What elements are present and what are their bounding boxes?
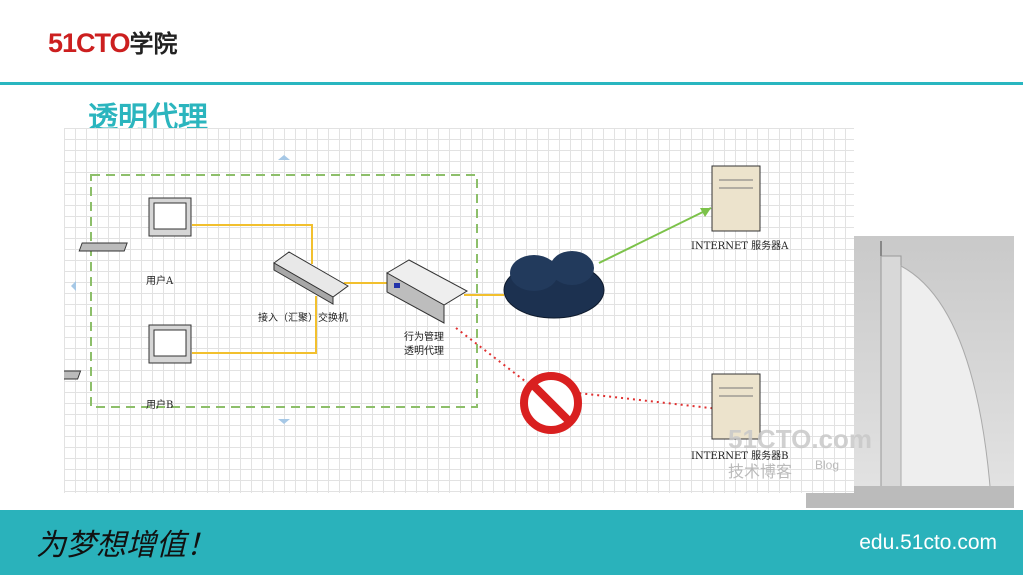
watermark-blog: Blog	[815, 458, 840, 472]
footer-slogan: 为梦想增值！	[36, 528, 216, 563]
lan-boundary	[90, 174, 478, 408]
label-user-b: 用户B	[146, 400, 174, 411]
computer-icon-b	[64, 324, 192, 380]
server-icon-a	[711, 165, 761, 232]
link-allowed	[598, 207, 712, 264]
blocked-icon	[520, 372, 582, 434]
computer-icon-a	[78, 197, 192, 252]
proxy-appliance-icon	[385, 259, 469, 324]
label-switch: 接入（汇聚）交换机	[258, 313, 348, 324]
site-logo[interactable]: 51CTO学院	[48, 24, 178, 59]
switch-icon	[273, 251, 349, 305]
label-proxy-line1: 行为管理	[404, 332, 444, 343]
footer-url[interactable]: edu.51cto.com	[859, 531, 997, 554]
watermark-subtitle: 技术博客	[728, 462, 793, 481]
header-divider	[0, 82, 1023, 85]
watermark-logo: 51CTO.com	[728, 424, 873, 454]
diagram-canvas	[64, 155, 761, 440]
server-icon-b	[711, 373, 761, 440]
label-proxy-line2: 透明代理	[404, 346, 444, 357]
logo-brand: 51CTO	[48, 28, 131, 58]
label-server-a: INTERNET 服务器A	[691, 241, 789, 252]
handle-bottom	[278, 419, 290, 424]
label-user-a: 用户A	[146, 276, 174, 287]
handle-left	[71, 281, 76, 291]
link-user-a	[192, 224, 313, 264]
tower-illustration	[806, 241, 1014, 508]
link-user-b	[192, 296, 317, 354]
handle-top	[278, 155, 290, 160]
network-diagram: 用户A 用户B 接入（汇聚）交换机 行为管理 透明代理 INTERNET 服务器…	[64, 128, 854, 493]
logo-suffix: 学院	[129, 30, 178, 58]
link-blocked	[455, 327, 720, 410]
cloud-icon	[503, 251, 605, 319]
label-server-b: INTERNET 服务器B	[691, 451, 789, 462]
footer-bar	[0, 510, 1023, 575]
